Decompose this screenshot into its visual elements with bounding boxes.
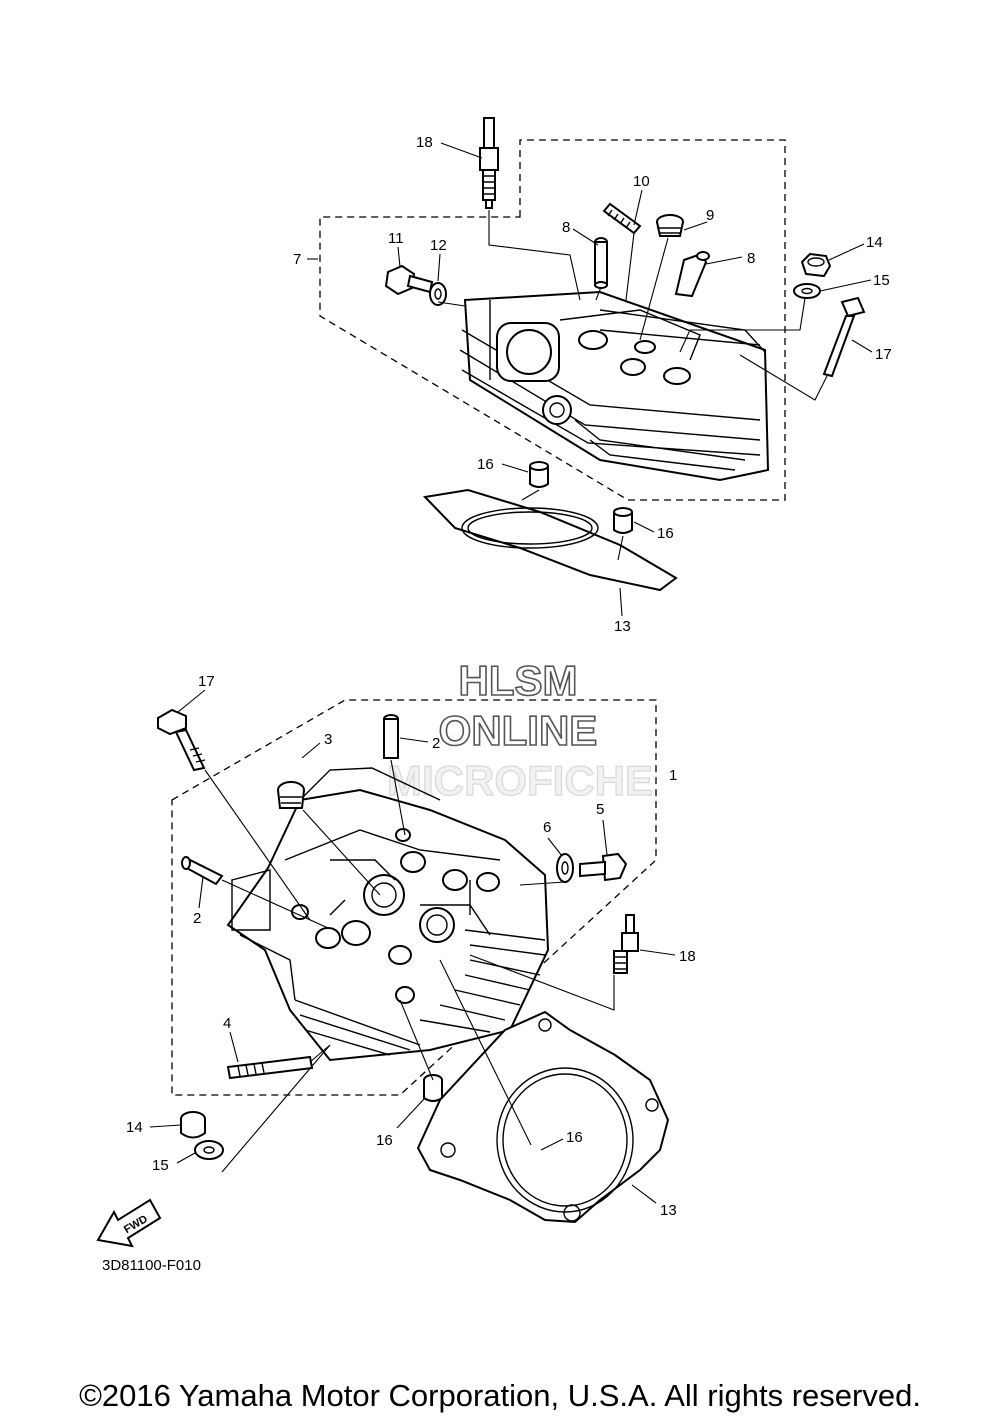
gasket-13-lower [416, 1010, 670, 1224]
dowel-16-upper-a [529, 461, 549, 488]
pipe-8-upper-b [674, 251, 710, 298]
callout-2-left: 2 [193, 910, 201, 927]
callout-8-upper-b: 8 [747, 250, 755, 267]
callout-16-lower-a: 16 [376, 1132, 393, 1149]
callout-2-top: 2 [432, 735, 440, 752]
lower-assembly: FWD 17 3 2 1 6 5 2 18 4 14 15 16 16 13 3… [96, 673, 696, 1274]
callout-18-upper: 18 [416, 134, 433, 151]
stud-bolt-10 [602, 202, 642, 235]
callout-12: 12 [430, 237, 447, 254]
callout-16-upper-b: 16 [657, 525, 674, 542]
bolt-17-upper [822, 296, 866, 378]
bolt-11 [384, 264, 434, 296]
dowel-16-upper-b [613, 507, 633, 534]
nut-14-lower [180, 1111, 206, 1139]
callout-17-upper: 17 [875, 346, 892, 363]
callout-13-upper: 13 [614, 618, 631, 635]
nut-14-upper [800, 252, 832, 278]
spark-plug-upper [479, 117, 499, 209]
watermark: HLSM ONLINE MICROFICHE [386, 656, 653, 804]
callout-16-upper-a: 16 [477, 456, 494, 473]
watermark-line2: ONLINE [439, 707, 598, 754]
callout-17-lower: 17 [198, 673, 215, 690]
callout-18-lower: 18 [679, 948, 696, 965]
upper-cylinder-head [459, 290, 770, 482]
callout-8-upper-a: 8 [562, 219, 570, 236]
callout-11: 11 [388, 230, 404, 247]
bolt-5 [579, 852, 628, 882]
upper-assembly-boundary [319, 139, 786, 501]
plug-9 [656, 214, 684, 237]
gasket-13-upper [422, 488, 678, 592]
plug-3 [277, 781, 305, 809]
callout-10: 10 [633, 173, 650, 190]
diagram-code: 3D81100-F010 [102, 1257, 201, 1274]
callout-16-lower-b: 16 [566, 1129, 583, 1146]
callout-15-upper: 15 [873, 272, 890, 289]
spark-plug-lower [613, 914, 639, 974]
watermark-line3: MICROFICHE [387, 757, 653, 804]
copyright-notice: ©2016 Yamaha Motor Corporation, U.S.A. A… [79, 1378, 921, 1413]
callout-13-lower: 13 [660, 1202, 677, 1219]
bolt-17-lower [157, 708, 206, 772]
callout-4: 4 [223, 1015, 231, 1032]
lower-cylinder-head [226, 767, 550, 1062]
pipe-8-upper-a [594, 237, 608, 289]
washer-15-lower [194, 1140, 224, 1160]
callout-6: 6 [543, 819, 551, 836]
fwd-arrow-icon: FWD [96, 1198, 162, 1248]
pipe-2-top [383, 714, 399, 759]
callout-14-lower: 14 [126, 1119, 143, 1136]
callout-7: 7 [293, 251, 301, 268]
washer-6 [556, 853, 574, 883]
washer-12 [429, 282, 447, 306]
pipe-2-left [181, 856, 224, 886]
callout-1: 1 [669, 767, 677, 784]
callout-5: 5 [596, 801, 604, 818]
callout-9: 9 [706, 207, 714, 224]
washer-15-upper [793, 283, 821, 299]
callout-14-upper: 14 [866, 234, 883, 251]
watermark-line1: HLSM [459, 657, 578, 704]
upper-assembly: 18 10 9 8 8 11 12 7 14 15 17 16 16 13 [293, 117, 892, 635]
callout-15-lower: 15 [152, 1157, 169, 1174]
stud-bolt-4 [226, 1055, 314, 1080]
callout-3: 3 [324, 731, 332, 748]
